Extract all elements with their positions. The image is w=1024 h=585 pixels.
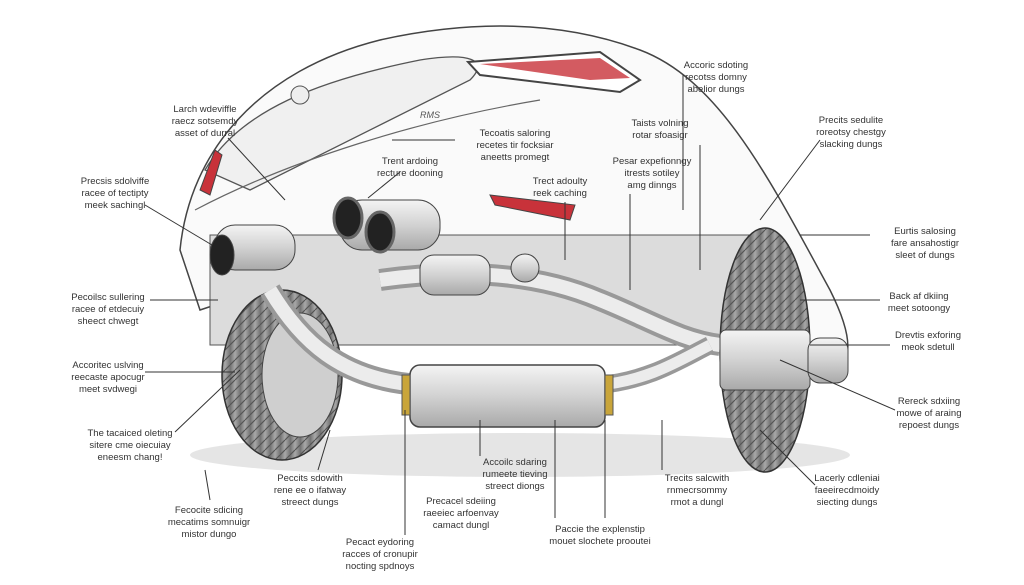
catalytic-converter bbox=[419, 254, 491, 296]
twin-tailpipes bbox=[332, 196, 441, 254]
clamp-left bbox=[401, 374, 411, 416]
leader-lines bbox=[144, 75, 896, 535]
exhaust-pipe-left-hl bbox=[263, 286, 421, 392]
left-tailpipe bbox=[209, 224, 296, 276]
side-muffler bbox=[719, 329, 811, 391]
main-muffler bbox=[409, 364, 606, 428]
trunk-line bbox=[194, 99, 541, 211]
rear-reflector bbox=[489, 194, 576, 221]
side-muffler-cap bbox=[807, 337, 849, 384]
mid-pipe-hl bbox=[599, 340, 713, 391]
resonator bbox=[510, 253, 540, 283]
model-badge: RMS bbox=[420, 110, 440, 120]
ground-shadow bbox=[190, 433, 850, 477]
tail-light-red bbox=[480, 58, 630, 80]
emblem bbox=[290, 85, 310, 105]
tail-light-left bbox=[199, 149, 223, 196]
clamp-right bbox=[604, 374, 614, 416]
